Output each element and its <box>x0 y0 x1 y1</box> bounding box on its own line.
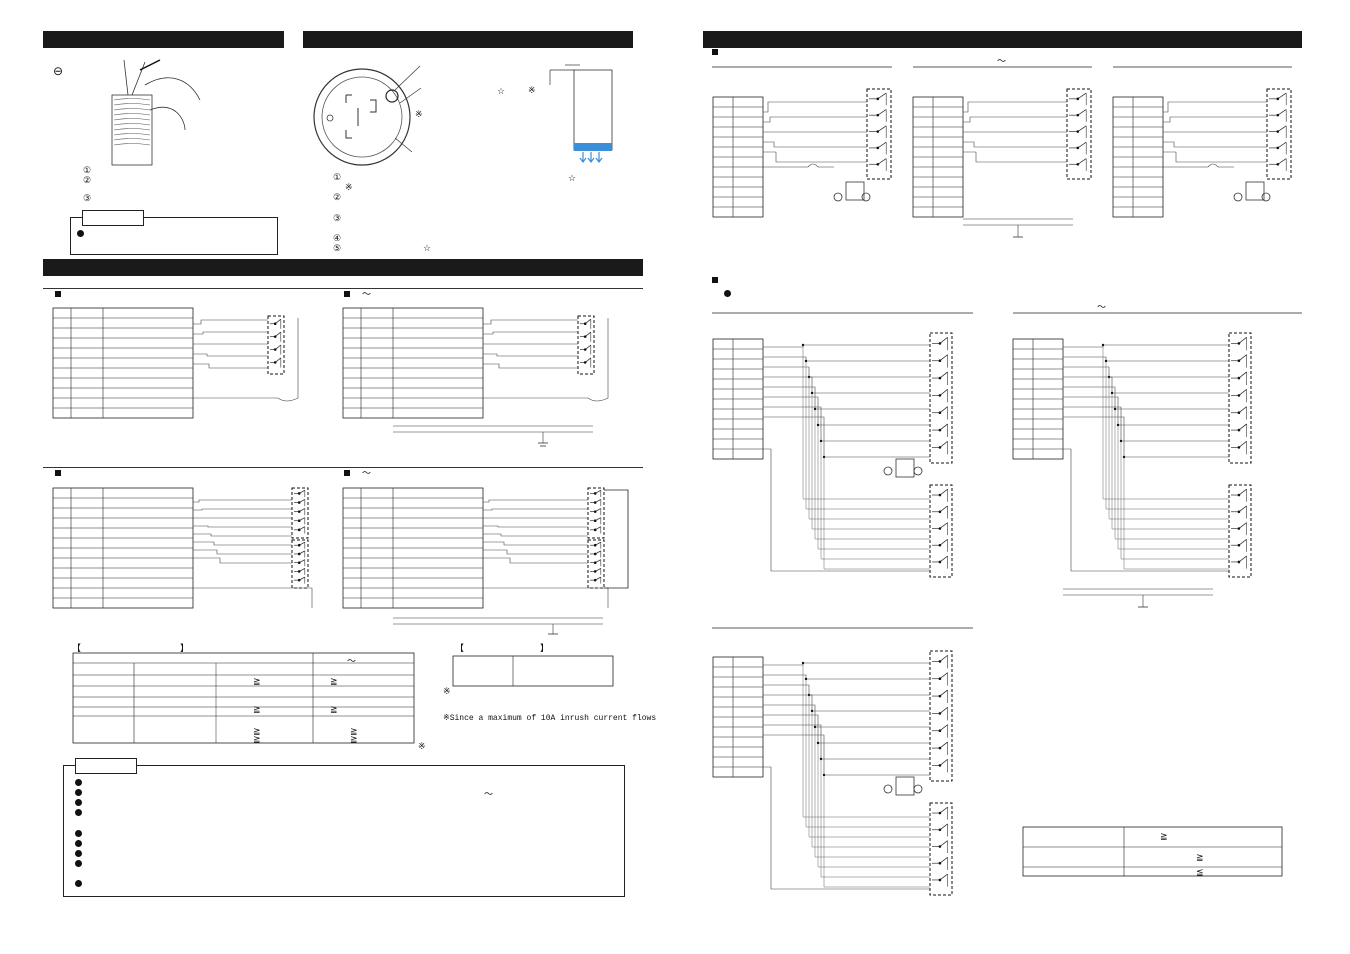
sensor-outer-ring <box>313 68 411 166</box>
spec-geq-1: ≧ <box>253 676 261 686</box>
side-device <box>573 69 613 151</box>
diagram-f-relay <box>1066 88 1092 180</box>
side-device-terminals <box>574 143 612 151</box>
diagram-i-relay-top <box>1228 332 1252 464</box>
spec-geq-2: ≧ <box>330 676 338 686</box>
diagram-g-relay <box>1266 88 1292 180</box>
notes-bullet-3 <box>75 799 82 806</box>
diagram-j-relay-bottom <box>929 802 953 896</box>
right-heading-square-1 <box>712 49 718 55</box>
diagram-h-relay-bottom <box>929 484 953 578</box>
br-leq-1: ≦ <box>1196 867 1204 877</box>
note-box-top-left <box>70 217 278 255</box>
notes-box-bottom <box>63 765 625 897</box>
heading-square-3 <box>55 470 61 476</box>
br-geq-1: ≧ <box>1160 831 1168 841</box>
diagram-b-relay <box>577 315 595 375</box>
cable-body <box>111 94 153 166</box>
spec2-ref-mark: ※ <box>443 686 451 696</box>
sensor-step-3: ③ <box>333 213 342 223</box>
spec-geq-5: ≧ <box>253 726 261 736</box>
spec-table-1 <box>72 652 415 744</box>
spec-table-2 <box>452 655 614 687</box>
diagram-j-relay-top <box>929 650 953 782</box>
spec-geq-8: ≧ <box>350 734 358 744</box>
diagram-a-terminal-table <box>52 307 194 419</box>
section-bar-top-right <box>703 31 1302 48</box>
sensor-step-1: ① <box>333 172 342 182</box>
spec-ref-mark-3: ※ <box>418 741 426 751</box>
diagram-i-relay-bottom <box>1228 484 1252 578</box>
sensor-step-2: ② <box>333 192 342 202</box>
diagram-a-relay <box>267 315 285 375</box>
note-bullet <box>77 230 84 237</box>
notes-bullet-5 <box>75 830 82 837</box>
heading-square-1 <box>55 291 61 297</box>
heading-rule-2 <box>43 467 643 468</box>
right-tilde-2: ～ <box>1097 302 1107 312</box>
right-tilde-1: ～ <box>997 56 1007 66</box>
spec-geq-6: ≧ <box>253 734 261 744</box>
step-3-marker: ③ <box>83 193 92 203</box>
right-bullet <box>724 290 731 297</box>
diagram-h-relay-top <box>929 332 953 464</box>
spec-table-bracket-close: 】 <box>180 643 190 653</box>
heading-square-2 <box>344 291 350 297</box>
notes-bullet-8 <box>75 860 82 867</box>
diagram-d-relay-top <box>587 487 605 539</box>
spec-table-bracket-open: 【 <box>72 643 82 653</box>
spec-geq-3: ≧ <box>253 704 261 714</box>
sensor-screw <box>385 89 399 103</box>
section-bar-top-left-1 <box>43 31 284 48</box>
right-heading-square-2 <box>712 277 718 283</box>
notes-bullet-1 <box>75 779 82 786</box>
spec-geq-7: ≧ <box>350 726 358 736</box>
notes-tilde: ～ <box>484 789 494 799</box>
star-mark-3: ☆ <box>423 243 432 253</box>
spec-geq-4: ≧ <box>330 704 338 714</box>
minus-symbol: ⊖ <box>53 64 64 78</box>
tilde-heading-4: ～ <box>362 468 372 478</box>
heading-rule-1 <box>43 288 643 289</box>
notes-label-tab <box>75 758 137 774</box>
spec-table-3 <box>1022 826 1283 877</box>
note-label-tab <box>82 210 144 226</box>
step-1-marker: ① <box>83 165 92 175</box>
step-2-marker: ② <box>83 175 92 185</box>
section-bar-top-left-2 <box>303 31 633 48</box>
notes-bullet-6 <box>75 840 82 847</box>
sensor-ref-mark: ※ <box>345 182 353 192</box>
sensor-inner-ring <box>321 76 403 158</box>
tilde-heading-2: ～ <box>362 289 372 299</box>
star-mark-2: ☆ <box>568 173 577 183</box>
diagram-e-relay <box>866 88 892 180</box>
sensor-step-5: ⑤ <box>333 243 342 253</box>
spec2-bracket-close: 】 <box>540 643 550 653</box>
section-bar-wiring <box>43 259 643 276</box>
inrush-note: ※Since a maximum of 10A inrush current f… <box>443 714 657 723</box>
spec-table-tilde: ～ <box>347 656 357 666</box>
ref-mark-2: ※ <box>528 85 536 95</box>
notes-bullet-7 <box>75 850 82 857</box>
star-mark-1: ☆ <box>497 86 506 96</box>
notes-bullet-9 <box>75 880 82 887</box>
notes-bullet-4 <box>75 809 82 816</box>
ref-mark-sensor: ※ <box>415 109 423 119</box>
heading-square-4 <box>344 470 350 476</box>
diagram-c-relay-top <box>291 487 309 539</box>
spec2-bracket-open: 【 <box>455 643 465 653</box>
sensor-step-4: ④ <box>333 233 342 243</box>
notes-bullet-2 <box>75 789 82 796</box>
diagram-b-terminal-table <box>342 307 484 419</box>
br-geq-2: ≧ <box>1196 852 1204 862</box>
